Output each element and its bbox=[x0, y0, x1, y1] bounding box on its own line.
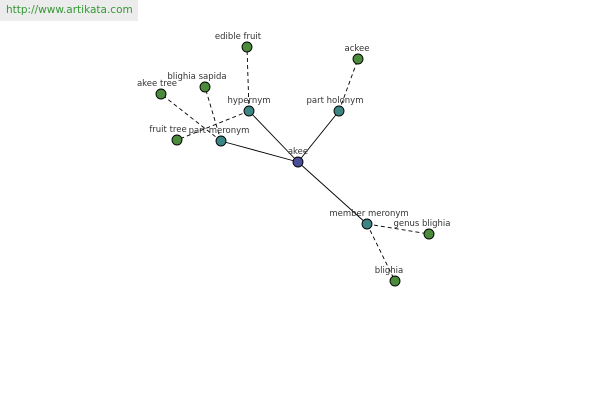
node-ackee[interactable] bbox=[352, 53, 364, 65]
node-hypernym[interactable] bbox=[243, 105, 255, 117]
edge-hypernym-to-edible-fruit bbox=[246, 46, 250, 112]
node-label-akee[interactable]: akee bbox=[288, 147, 308, 157]
edge-member-meronym-to-blighia bbox=[366, 223, 396, 282]
node-label-ackee[interactable]: ackee bbox=[345, 44, 370, 54]
node-akee[interactable] bbox=[292, 156, 304, 168]
node-label-fruit-tree[interactable]: fruit tree bbox=[149, 125, 186, 135]
node-label-part-holonym[interactable]: part holonym bbox=[307, 96, 364, 106]
node-label-member-meronym[interactable]: member meronym bbox=[329, 209, 408, 219]
node-blighia-sapida[interactable] bbox=[199, 81, 211, 93]
edge-akee-to-member-meronym bbox=[297, 161, 368, 225]
node-fruit-tree[interactable] bbox=[171, 134, 183, 146]
node-genus-blighia[interactable] bbox=[423, 228, 435, 240]
node-akee-tree[interactable] bbox=[155, 88, 167, 100]
edge-akee-to-part-meronym bbox=[220, 140, 299, 163]
node-label-part-meronym[interactable]: part meronym bbox=[189, 126, 250, 136]
labels-layer: akee hypernym part holonym part meronym memb… bbox=[137, 32, 451, 276]
edge-part-meronym-to-blighia-sapida bbox=[204, 86, 222, 142]
edge-part-meronym-to-akee-tree bbox=[160, 93, 222, 142]
node-part-holonym[interactable] bbox=[333, 105, 345, 117]
node-label-akee-tree[interactable]: akee tree bbox=[137, 79, 177, 89]
edges-layer bbox=[160, 46, 430, 282]
node-blighia[interactable] bbox=[389, 275, 401, 287]
edge-hypernym-to-fruit-tree bbox=[176, 110, 250, 141]
site-url[interactable]: http://www.artikata.com bbox=[0, 0, 138, 21]
node-label-edible-fruit[interactable]: edible fruit bbox=[215, 32, 262, 42]
node-edible-fruit[interactable] bbox=[241, 41, 253, 53]
node-part-meronym[interactable] bbox=[215, 135, 227, 147]
edge-member-meronym-to-genus-blighia bbox=[366, 223, 430, 235]
node-label-genus-blighia[interactable]: genus blighia bbox=[393, 219, 450, 229]
node-label-blighia[interactable]: blighia bbox=[375, 266, 403, 276]
node-member-meronym[interactable] bbox=[361, 218, 373, 230]
nodes-layer bbox=[155, 41, 435, 287]
edge-part-holonym-to-ackee bbox=[338, 58, 359, 112]
edge-akee-to-part-holonym bbox=[297, 110, 340, 163]
node-label-hypernym[interactable]: hypernym bbox=[227, 96, 270, 106]
node-label-blighia-sapida[interactable]: blighia sapida bbox=[167, 72, 226, 82]
edge-akee-to-hypernym bbox=[248, 110, 299, 163]
